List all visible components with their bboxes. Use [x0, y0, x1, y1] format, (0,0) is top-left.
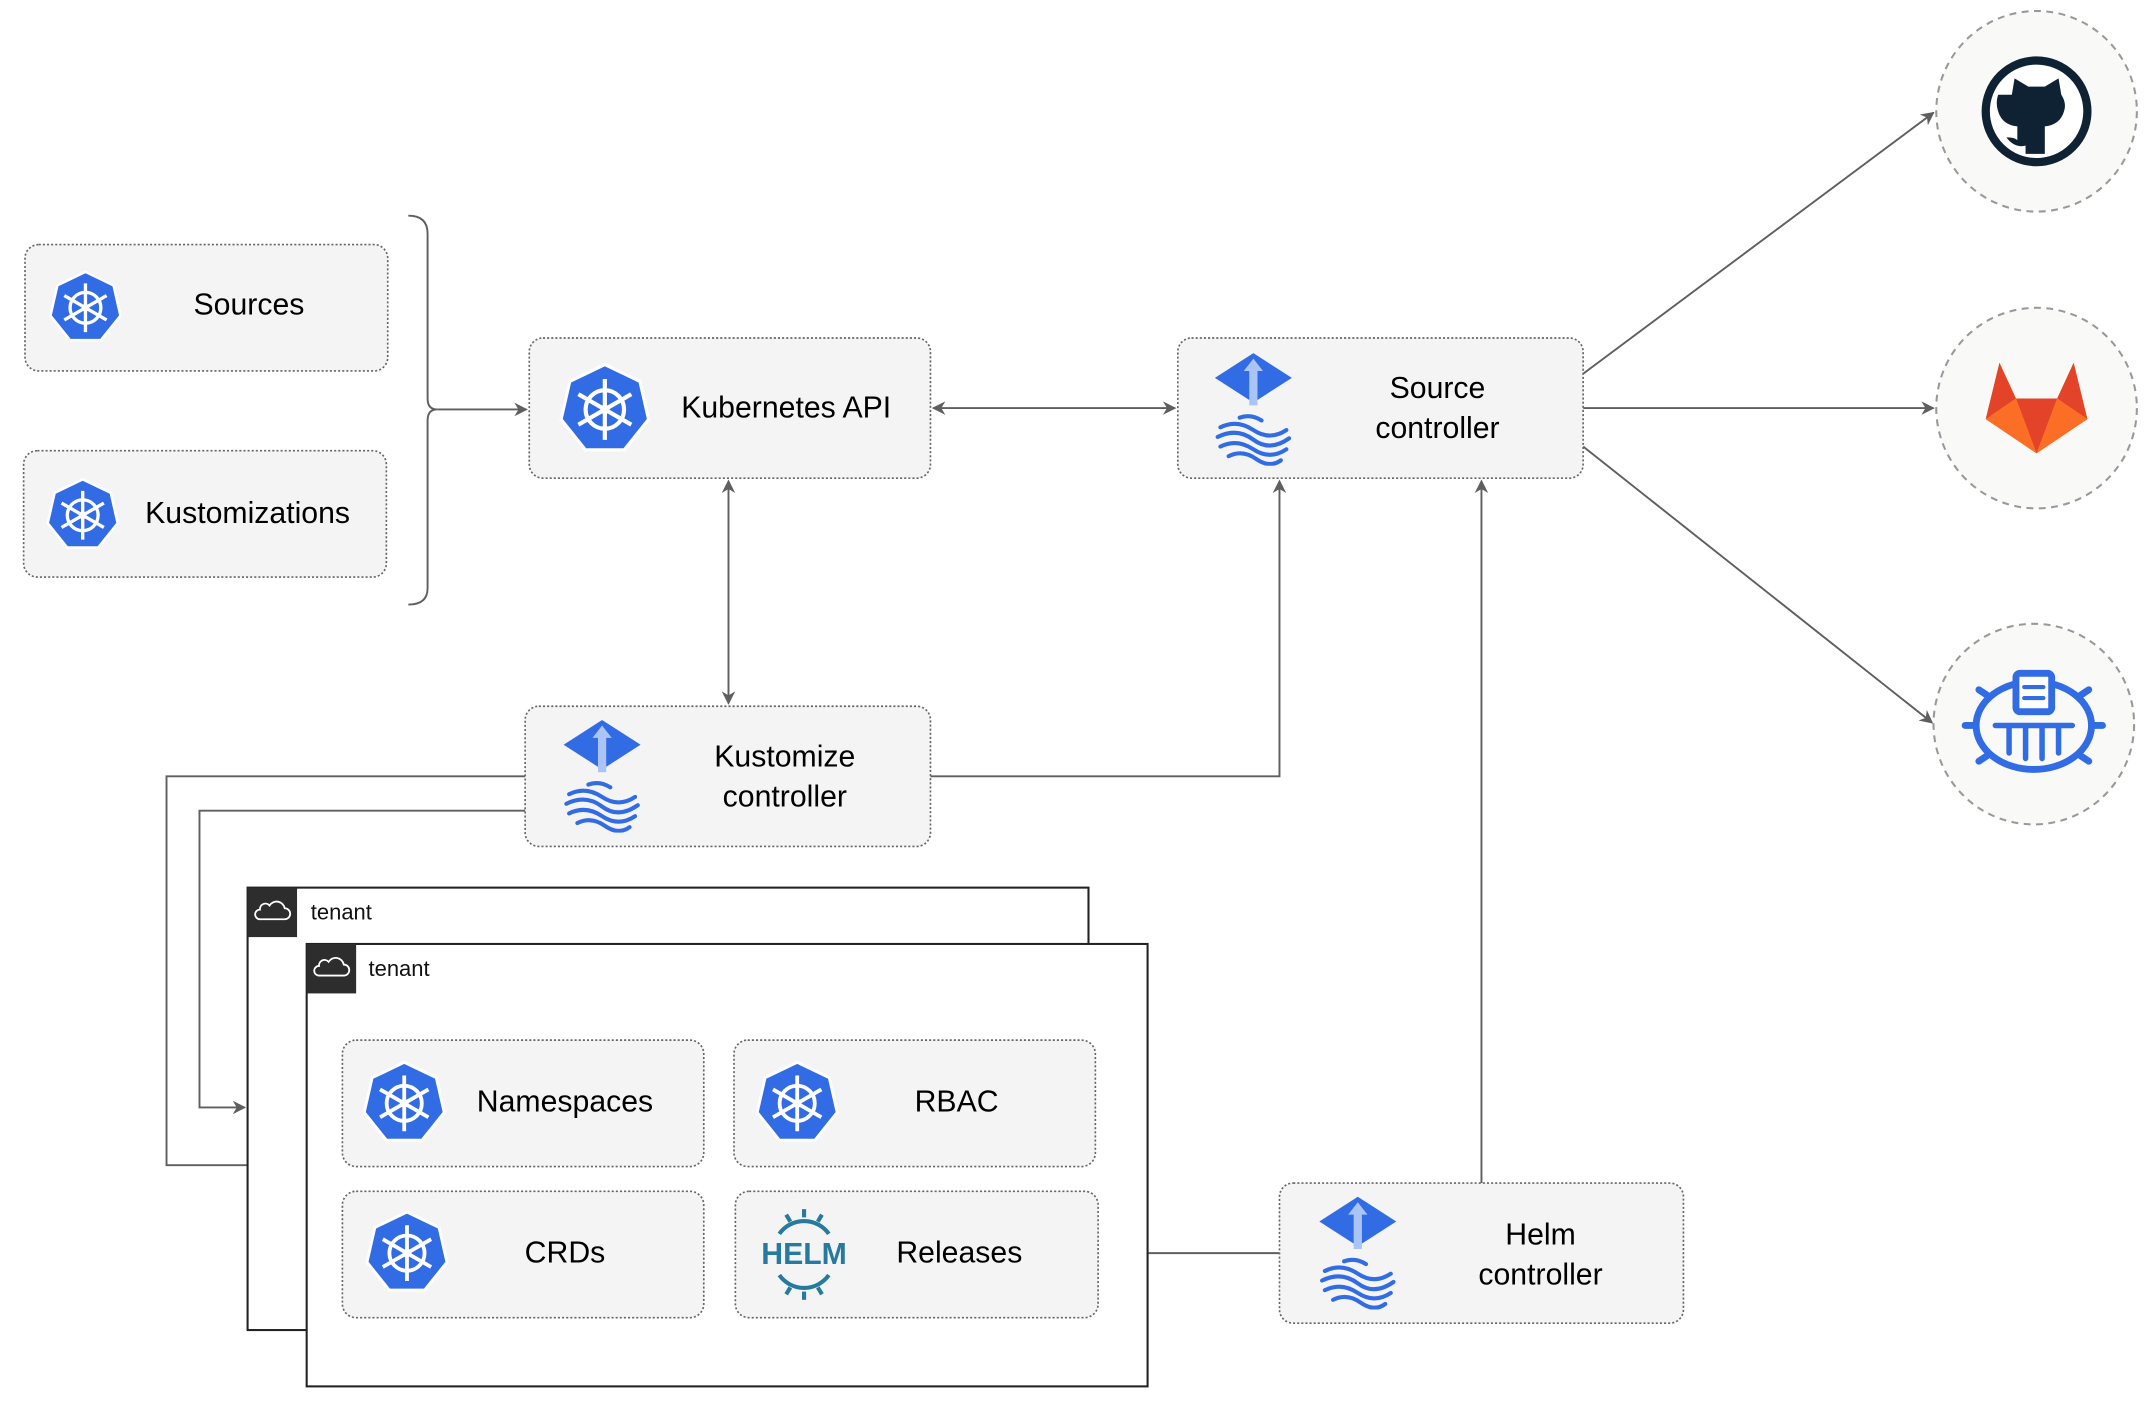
- gitlab-source[interactable]: [1935, 306, 2138, 510]
- namespaces-label: Namespaces: [477, 1085, 653, 1118]
- bucket-source[interactable]: [1932, 622, 2136, 826]
- kustomize-controller-label-2: controller: [723, 780, 847, 813]
- cloud-icon: [313, 957, 351, 977]
- node-kustomize-controller[interactable]: Kustomize controller: [524, 705, 932, 848]
- node-source-controller[interactable]: Source controller: [1176, 337, 1584, 479]
- node-sources[interactable]: Sources: [24, 243, 389, 372]
- node-crds[interactable]: CRDs: [341, 1190, 705, 1319]
- arrow-to-github: [1582, 111, 1935, 375]
- kustomizations-label: Kustomizations: [145, 497, 350, 530]
- arrow-to-bucket: [1582, 445, 1934, 724]
- github-icon: [1981, 56, 2092, 167]
- node-namespaces[interactable]: Namespaces: [341, 1039, 705, 1168]
- helm-controller-label-2: controller: [1478, 1258, 1602, 1291]
- helm-controller-label-1: Helm: [1505, 1219, 1576, 1252]
- bucket-icon: [1961, 669, 2106, 773]
- source-controller-label-1: Source: [1390, 372, 1486, 405]
- releases-label: Releases: [896, 1236, 1022, 1269]
- helm-icon: HELM: [761, 1209, 847, 1300]
- crds-label: CRDs: [525, 1236, 606, 1269]
- source-controller-label-2: controller: [1375, 412, 1499, 445]
- github-source[interactable]: [1935, 9, 2138, 213]
- cloud-icon: [254, 900, 291, 921]
- sources-label: Sources: [194, 288, 305, 321]
- node-kustomizations[interactable]: Kustomizations: [22, 449, 388, 578]
- kubernetes-api-label: Kubernetes API: [681, 391, 891, 424]
- arrow-kustomize-to-tenant-front: [165, 775, 526, 1172]
- node-helm-controller[interactable]: Helm controller: [1278, 1182, 1685, 1325]
- arrow-kustomize-to-tenant-back: [198, 809, 526, 1115]
- rbac-label: RBAC: [915, 1085, 999, 1118]
- arrow-kustomize-to-source: [930, 479, 1287, 778]
- gitlab-icon: [1985, 362, 2088, 454]
- node-rbac[interactable]: RBAC: [733, 1039, 1097, 1168]
- helm-logo-text: HELM: [761, 1238, 847, 1271]
- tenant-label: tenant: [369, 956, 430, 981]
- kustomize-controller-label-1: Kustomize: [714, 740, 855, 773]
- group-brace: [408, 214, 438, 606]
- tenant-label: tenant: [311, 900, 372, 925]
- node-kubernetes-api[interactable]: Kubernetes API: [528, 337, 932, 479]
- node-releases[interactable]: HELM Releases: [734, 1190, 1099, 1319]
